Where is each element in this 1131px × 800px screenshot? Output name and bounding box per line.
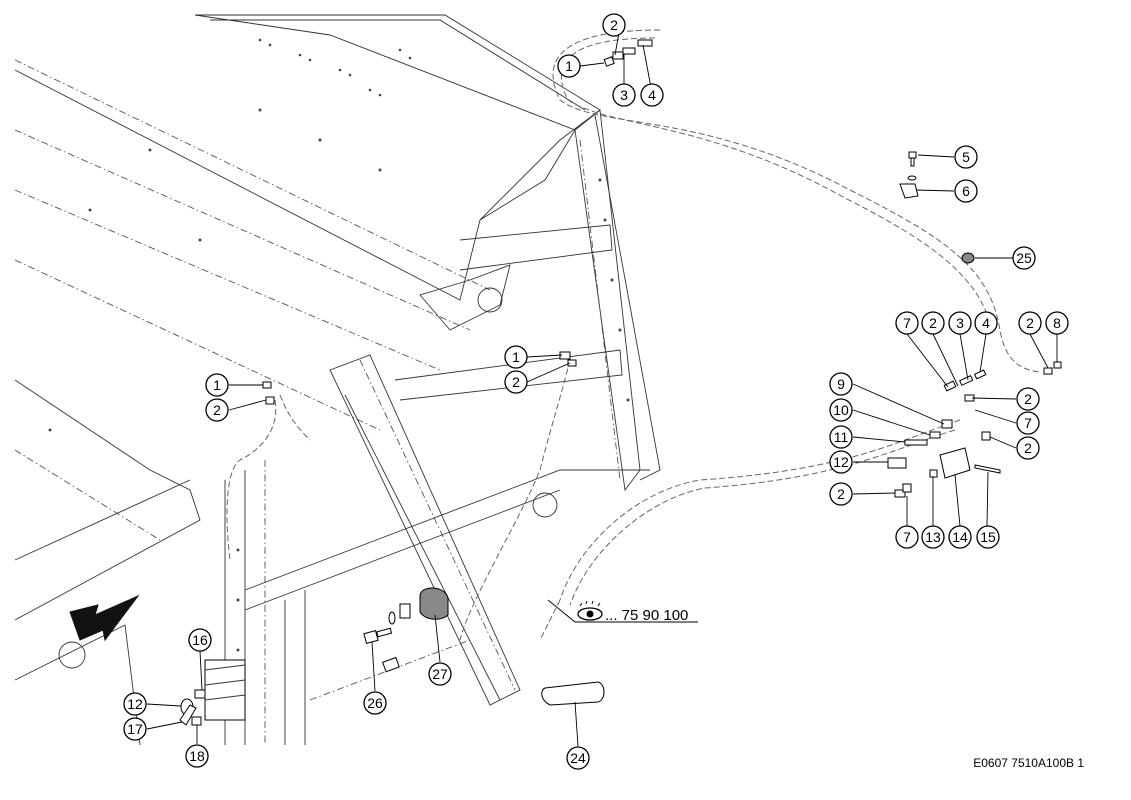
callout-15: 15 bbox=[976, 525, 1000, 549]
svg-text:17: 17 bbox=[127, 721, 143, 737]
reference-text: ... 75 90 100 bbox=[605, 607, 688, 624]
direction-arrow-icon bbox=[69, 594, 140, 642]
callout-25: 25 bbox=[1012, 246, 1036, 270]
svg-text:24: 24 bbox=[570, 750, 586, 766]
callout-2: 2 bbox=[504, 370, 528, 394]
svg-text:18: 18 bbox=[189, 748, 205, 764]
svg-text:5: 5 bbox=[962, 149, 970, 165]
callout-7: 7 bbox=[895, 525, 919, 549]
callout-2: 2 bbox=[1018, 311, 1042, 335]
svg-text:6: 6 bbox=[962, 183, 970, 199]
callout-3: 3 bbox=[612, 83, 636, 107]
svg-text:12: 12 bbox=[833, 454, 849, 470]
callout-5: 5 bbox=[954, 145, 978, 169]
callout-18: 18 bbox=[185, 744, 209, 768]
callout-1: 1 bbox=[557, 54, 581, 78]
callout-7: 7 bbox=[1016, 411, 1040, 435]
callout-12: 12 bbox=[123, 692, 147, 716]
eye-icon bbox=[577, 600, 603, 621]
svg-text:15: 15 bbox=[980, 529, 996, 545]
svg-text:25: 25 bbox=[1016, 250, 1032, 266]
svg-text:2: 2 bbox=[610, 17, 618, 33]
callout-8: 8 bbox=[1045, 311, 1069, 335]
svg-text:13: 13 bbox=[925, 529, 941, 545]
svg-text:2: 2 bbox=[1026, 315, 1034, 331]
svg-text:8: 8 bbox=[1053, 315, 1061, 331]
svg-text:3: 3 bbox=[956, 315, 964, 331]
leader-lines bbox=[146, 26, 1058, 747]
machine-frame-drawing bbox=[14, 14, 661, 746]
svg-text:14: 14 bbox=[952, 529, 968, 545]
callout-6: 6 bbox=[954, 179, 978, 203]
svg-text:2: 2 bbox=[929, 315, 937, 331]
callout-1: 1 bbox=[504, 345, 528, 369]
svg-text:3: 3 bbox=[620, 87, 628, 103]
svg-text:26: 26 bbox=[367, 695, 383, 711]
callout-11: 11 bbox=[829, 425, 853, 449]
callout-3: 3 bbox=[948, 311, 972, 335]
reference-note: ... 75 90 100 bbox=[547, 599, 698, 624]
callout-4: 4 bbox=[974, 311, 998, 335]
callout-16: 16 bbox=[188, 628, 212, 652]
svg-text:27: 27 bbox=[432, 666, 448, 682]
callout-13: 13 bbox=[921, 525, 945, 549]
callout-10: 10 bbox=[829, 398, 853, 422]
callout-14: 14 bbox=[948, 525, 972, 549]
svg-text:12: 12 bbox=[127, 696, 143, 712]
callout-17: 17 bbox=[123, 717, 147, 741]
svg-text:2: 2 bbox=[837, 486, 845, 502]
svg-text:4: 4 bbox=[982, 315, 990, 331]
svg-text:1: 1 bbox=[213, 377, 221, 393]
callout-9: 9 bbox=[829, 372, 853, 396]
callout-2: 2 bbox=[1016, 436, 1040, 460]
callout-1: 1 bbox=[205, 373, 229, 397]
svg-text:2: 2 bbox=[213, 402, 221, 418]
callout-2: 2 bbox=[1016, 387, 1040, 411]
callout-26: 26 bbox=[363, 691, 387, 715]
svg-text:4: 4 bbox=[648, 87, 656, 103]
svg-text:10: 10 bbox=[833, 402, 849, 418]
callout-2: 2 bbox=[205, 398, 229, 422]
fitting-parts bbox=[179, 39, 1062, 726]
svg-text:1: 1 bbox=[512, 349, 520, 365]
svg-text:2: 2 bbox=[1024, 440, 1032, 456]
callout-24: 24 bbox=[566, 746, 590, 770]
callout-2: 2 bbox=[829, 482, 853, 506]
callout-12: 12 bbox=[829, 450, 853, 474]
hydraulic-hoses bbox=[226, 29, 1041, 641]
drawing-code: E0607 7510A100B 1 bbox=[973, 756, 1084, 770]
svg-text:7: 7 bbox=[903, 315, 911, 331]
callout-7: 7 bbox=[895, 311, 919, 335]
svg-text:1: 1 bbox=[565, 58, 573, 74]
svg-text:16: 16 bbox=[192, 632, 208, 648]
callout-27: 27 bbox=[428, 662, 452, 686]
svg-text:7: 7 bbox=[1024, 415, 1032, 431]
callout-2: 2 bbox=[921, 311, 945, 335]
svg-text:9: 9 bbox=[837, 376, 845, 392]
svg-text:11: 11 bbox=[834, 429, 849, 445]
callout-4: 4 bbox=[640, 83, 664, 107]
svg-text:7: 7 bbox=[903, 529, 911, 545]
svg-text:2: 2 bbox=[512, 374, 520, 390]
svg-text:2: 2 bbox=[1024, 391, 1032, 407]
callout-2: 2 bbox=[602, 13, 626, 37]
